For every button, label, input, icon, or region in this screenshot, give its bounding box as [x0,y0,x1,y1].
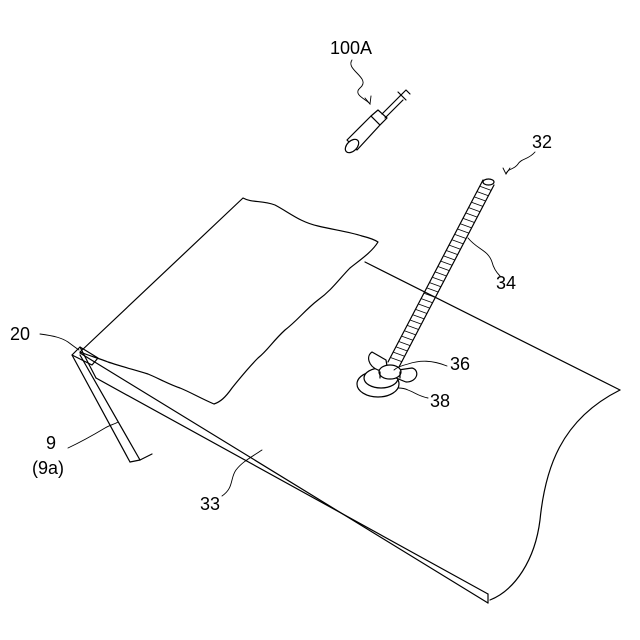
thread-mark [452,240,463,244]
thread-mark [438,267,449,271]
label-32: 32 [532,132,552,152]
thread-mark [475,197,486,201]
thread-mark [449,245,460,249]
thread-mark [463,218,474,222]
thread-mark [427,288,438,292]
thread-mark [472,202,483,206]
label-9a: (9a) [32,458,64,478]
thread-mark [461,224,472,228]
attachment-tool [343,90,410,155]
thread-mark [419,304,430,308]
thread-mark [433,277,444,281]
thread-mark [480,186,491,190]
label-36: 36 [450,354,470,374]
thread-mark [394,352,405,356]
thread-mark [422,299,433,303]
cover-flap [80,198,378,404]
thread-mark [396,347,407,351]
thread-mark [447,251,458,255]
thread-mark [441,261,452,265]
thread-mark [416,309,427,313]
thread-mark [408,326,419,330]
label-34: 34 [496,273,516,293]
thread-mark [444,256,455,260]
thread-mark [436,272,447,276]
thread-mark [413,315,424,319]
thread-mark [466,213,477,217]
thread-mark [469,208,480,212]
label-38: 38 [430,391,450,411]
thread-mark [455,235,466,239]
thread-mark [477,192,488,196]
thread-mark [410,320,421,324]
thread-mark [458,229,469,233]
label-9: 9 [46,433,56,453]
label-20: 20 [10,324,30,344]
thread-mark [402,336,413,340]
thread-mark [391,358,402,362]
label-33: 33 [200,494,220,514]
thread-mark [405,331,416,335]
thread-mark [399,342,410,346]
label-100A: 100A [330,38,372,58]
threaded-rod [388,179,494,367]
thread-mark [430,283,441,287]
